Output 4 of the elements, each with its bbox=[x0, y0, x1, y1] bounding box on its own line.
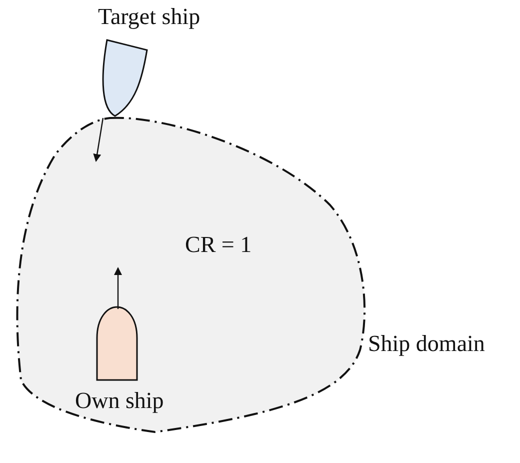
ship-domain-label: Ship domain bbox=[368, 331, 485, 356]
ship-label: Own ship bbox=[75, 388, 164, 414]
ship-label: Target ship bbox=[98, 4, 200, 30]
cr-label: CR = 1 bbox=[185, 232, 252, 258]
